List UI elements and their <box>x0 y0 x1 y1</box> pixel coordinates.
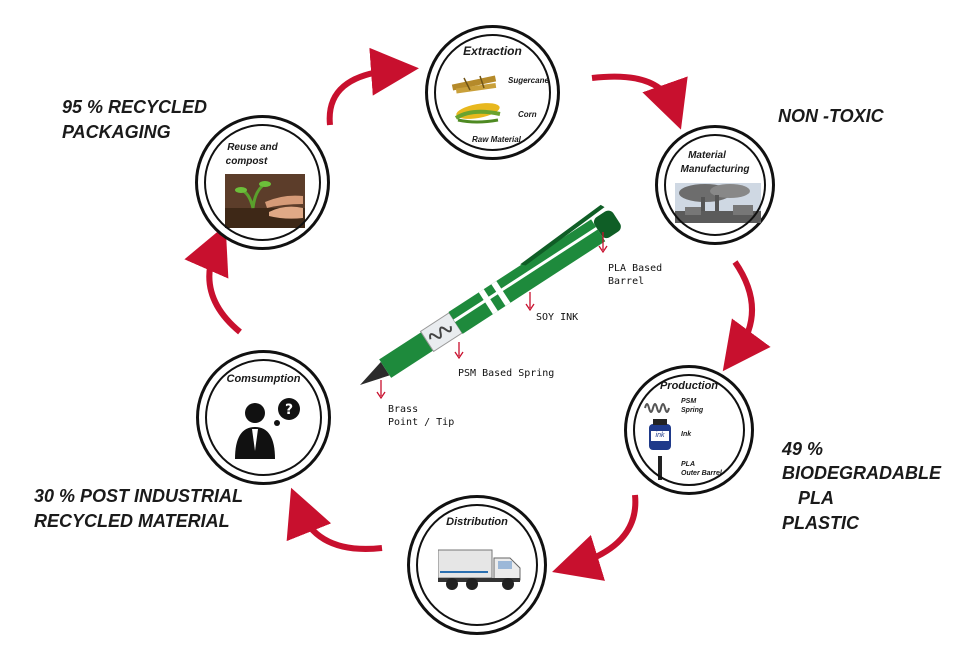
pen-label-barrel-line1: PLA Based <box>608 263 663 274</box>
claim-biodegradable-line2: BIODEGRADABLE <box>782 463 942 483</box>
stage-reuse-compost: Reuse and compost <box>195 115 330 250</box>
pen-label-spring: PSM Based Spring <box>458 368 555 379</box>
pen-clip <box>520 204 605 266</box>
claim-non-toxic: NON -TOXIC <box>778 106 884 126</box>
arrow-material-to-production <box>722 260 771 372</box>
stage-extraction: Extraction Sugercane Corn Raw Material <box>425 25 560 160</box>
pen-illustration <box>360 204 621 385</box>
claim-recycled-packaging-line2: PACKAGING <box>62 122 171 142</box>
claim-recycled-packaging-line1: 95 % RECYCLED <box>62 97 208 117</box>
claim-biodegradable-line3: PLA <box>798 488 834 508</box>
claim-biodegradable-line4: PLASTIC <box>782 513 860 533</box>
pen-label-tip-line2: Point / Tip <box>388 417 455 428</box>
stage-distribution: Distribution <box>407 495 547 635</box>
pen-label-tip-line1: Brass <box>388 404 419 415</box>
arrow-production-to-distribution <box>552 494 639 581</box>
claim-post-industrial-line2: RECYCLED MATERIAL <box>34 511 230 531</box>
stage-production: Production PSM Spring ink Ink PLA Outer … <box>624 365 754 495</box>
claim-biodegradable-line1: 49 % <box>782 439 824 459</box>
stage-consumption: Comsumption ? <box>196 350 331 485</box>
arrow-reuse-to-extraction <box>326 47 419 126</box>
arrow-extraction-to-material <box>591 73 688 130</box>
arrow-distribution-to-consumption <box>286 487 383 552</box>
pen-tip <box>360 361 390 385</box>
arrow-consumption-to-reuse <box>184 225 242 335</box>
pen-label-barrel-line2: Barrel <box>608 276 645 287</box>
pen-cap-end <box>593 210 621 239</box>
claim-post-industrial-line1: 30 % POST INDUSTRIAL <box>34 486 244 506</box>
stage-material-manufacturing: Material Manufacturing <box>655 125 775 245</box>
pen-grip <box>379 332 434 378</box>
pen-label-soy-ink: SOY INK <box>536 312 579 323</box>
